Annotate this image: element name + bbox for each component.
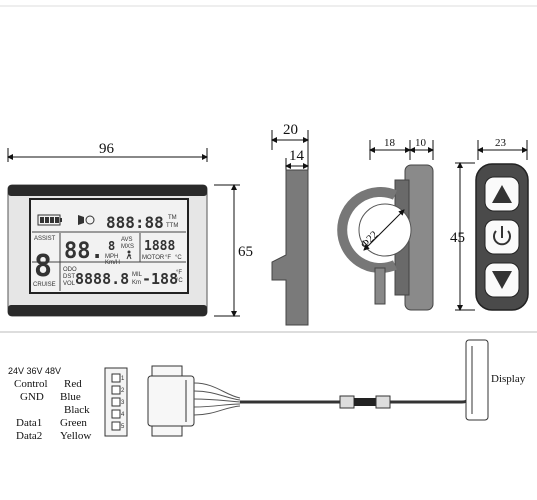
pin-color-3: Black <box>64 404 90 416</box>
svg-text:1: 1 <box>121 376 125 382</box>
pin-color-2: Blue <box>60 391 81 403</box>
svg-text:5: 5 <box>121 424 125 430</box>
avs-label: AVS <box>121 237 133 243</box>
mph-label: MPH <box>105 254 118 260</box>
tm-label: TM <box>168 215 177 221</box>
cruise-label: CRUISE <box>33 282 56 288</box>
odo-label: ODO <box>63 267 77 273</box>
walk-icon <box>126 250 132 260</box>
svg-text:2: 2 <box>121 388 125 394</box>
odo-readout: 8888.8 <box>75 270 129 288</box>
clamp-side-view: 18 10 Φ22 <box>337 137 434 311</box>
kmh-label: Km/H <box>105 260 120 266</box>
dim-side-inner: 14 <box>289 148 305 164</box>
dim-display-height: 65 <box>238 244 253 260</box>
dim-remote-width: 23 <box>495 137 507 149</box>
temp-deg-c: °C <box>176 278 183 284</box>
pin-name-5: Data2 <box>16 430 42 442</box>
mxs-label: MXS <box>121 244 134 250</box>
headlight-icon <box>78 215 95 225</box>
motor-label: MOTOR <box>142 255 165 261</box>
ttm-label: TTM <box>166 223 178 229</box>
km-label: Km <box>132 280 141 286</box>
dim-display-width: 96 <box>99 141 115 157</box>
down-arrow-icon <box>492 271 512 289</box>
pin-color-4: Green <box>60 417 87 429</box>
power-icon <box>493 226 511 246</box>
clock-readout: 888:88 <box>106 213 164 232</box>
pin-color-5: Yellow <box>60 430 91 442</box>
speed-decimal: 8 <box>108 239 115 253</box>
motor-deg-c: °C <box>175 255 182 261</box>
pin-color-1: Red <box>64 378 82 390</box>
mil-label: MIL <box>132 272 143 278</box>
speed-readout: 88. <box>64 239 104 264</box>
power-readout: 1888 <box>144 239 175 254</box>
display-front-view: 96 65 888:88 TM TTM ASSIST <box>7 141 253 317</box>
dim-side-depth: 20 <box>283 122 298 138</box>
assist-label: ASSIST <box>34 236 56 242</box>
display-side-view: 20 14 <box>271 122 309 326</box>
dim-clamp-a: 18 <box>384 137 396 149</box>
wiring-diagram: 24V 36V 48V Control Red GND Blue Black D… <box>8 339 526 442</box>
pin-name-4: Data1 <box>16 417 42 429</box>
display-label: Display <box>491 373 526 385</box>
up-arrow-icon <box>492 185 512 203</box>
remote-front-view: 23 45 <box>450 137 529 311</box>
vol-label: VOL <box>63 281 76 287</box>
dim-clamp-b: 10 <box>415 137 427 149</box>
svg-text:3: 3 <box>121 400 125 406</box>
svg-text:4: 4 <box>121 412 125 418</box>
motor-deg-f: °F <box>165 255 171 261</box>
dst-label: DST <box>63 274 75 280</box>
pin-name-1: Control <box>14 378 48 390</box>
assist-level-digit: 8 <box>34 249 52 284</box>
temperature-readout: -188 <box>142 270 178 288</box>
dim-remote-height: 45 <box>450 230 465 246</box>
voltage-label: 24V 36V 48V <box>8 366 61 376</box>
pin-name-2: GND <box>20 391 44 403</box>
temp-deg-f: °F <box>176 270 182 276</box>
